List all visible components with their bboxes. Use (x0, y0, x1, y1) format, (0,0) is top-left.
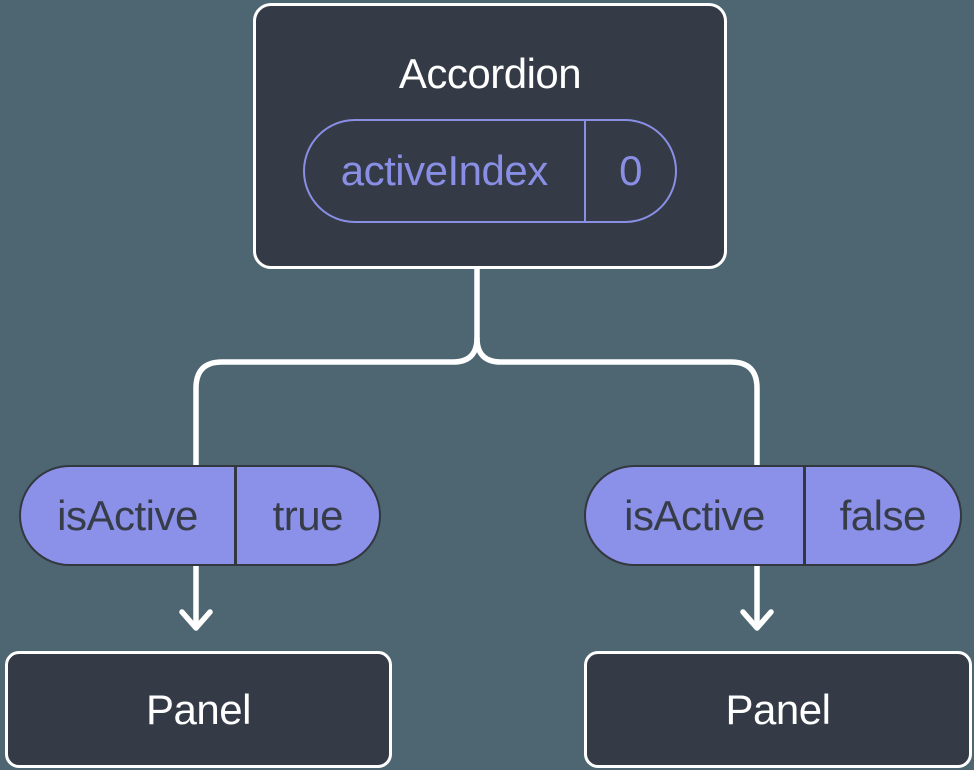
prop-pill-right: isActive false (584, 465, 962, 566)
prop-pill-left-name: isActive (57, 491, 198, 539)
prop-pill-right-name: isActive (624, 491, 765, 539)
state-pill-name: activeIndex (340, 147, 548, 195)
panel-node-right-title: Panel (725, 685, 831, 733)
panel-node-right: Panel (584, 651, 972, 768)
arrowhead-left-icon (179, 609, 213, 631)
prop-pill-right-value: false (839, 491, 927, 539)
accordion-node-title: Accordion (398, 49, 582, 97)
connector-branch-right (474, 335, 760, 627)
prop-pill-left-value: true (272, 491, 344, 539)
state-pill: activeIndex 0 (303, 119, 677, 224)
arrowhead-right-icon (740, 609, 774, 631)
panel-node-left-title: Panel (146, 685, 251, 733)
panel-node-left: Panel (5, 651, 392, 768)
accordion-node: Accordion activeIndex 0 (253, 3, 727, 269)
prop-pill-left: isActive true (19, 465, 381, 566)
state-pill-divider (583, 121, 586, 222)
connector-branch-left (193, 263, 480, 627)
prop-pill-right-divider (803, 467, 806, 564)
state-pill-value: 0 (619, 147, 642, 195)
prop-pill-left-divider (234, 467, 237, 564)
